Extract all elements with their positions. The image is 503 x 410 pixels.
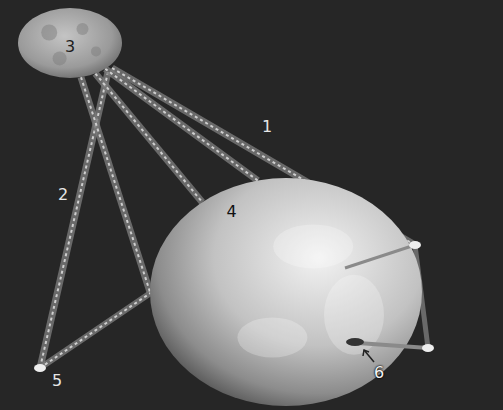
cloud-band xyxy=(324,275,384,355)
callout-number: 1 xyxy=(262,118,272,136)
relay-beam xyxy=(40,292,152,368)
beam-body xyxy=(105,69,258,181)
cloud-band xyxy=(273,224,353,268)
callout-number: 2 xyxy=(58,186,68,204)
cloud-band xyxy=(237,318,307,358)
beam-core xyxy=(105,69,258,181)
moon-crater xyxy=(53,51,67,65)
power-beam xyxy=(105,69,258,181)
power-beam xyxy=(40,72,108,368)
pointer-arrow-head xyxy=(363,350,369,356)
moon-crater xyxy=(91,46,101,56)
beam-core xyxy=(81,77,150,292)
moon-crater xyxy=(76,23,88,35)
callout-number: 5 xyxy=(52,372,62,390)
moon-disc: 3 xyxy=(18,8,122,78)
power-beam xyxy=(81,77,150,292)
beam-body xyxy=(95,74,202,203)
moon-disc-fill xyxy=(18,8,122,78)
callout-number: 4 xyxy=(227,203,237,221)
relay-beam xyxy=(345,245,415,268)
moon-crater xyxy=(41,25,57,41)
callout-number: 3 xyxy=(65,38,75,56)
beam-core xyxy=(95,74,202,203)
beam-body xyxy=(81,77,150,292)
pointer-arrow xyxy=(364,350,374,362)
relay-beam xyxy=(358,343,428,348)
receiving-station xyxy=(346,338,364,346)
callout-number: 6 xyxy=(374,364,384,382)
relay-satellite xyxy=(422,344,434,352)
earth-globe-fill xyxy=(150,178,422,406)
relay-satellite xyxy=(409,241,421,249)
power-beam xyxy=(95,74,202,203)
relay-satellite xyxy=(34,364,46,372)
